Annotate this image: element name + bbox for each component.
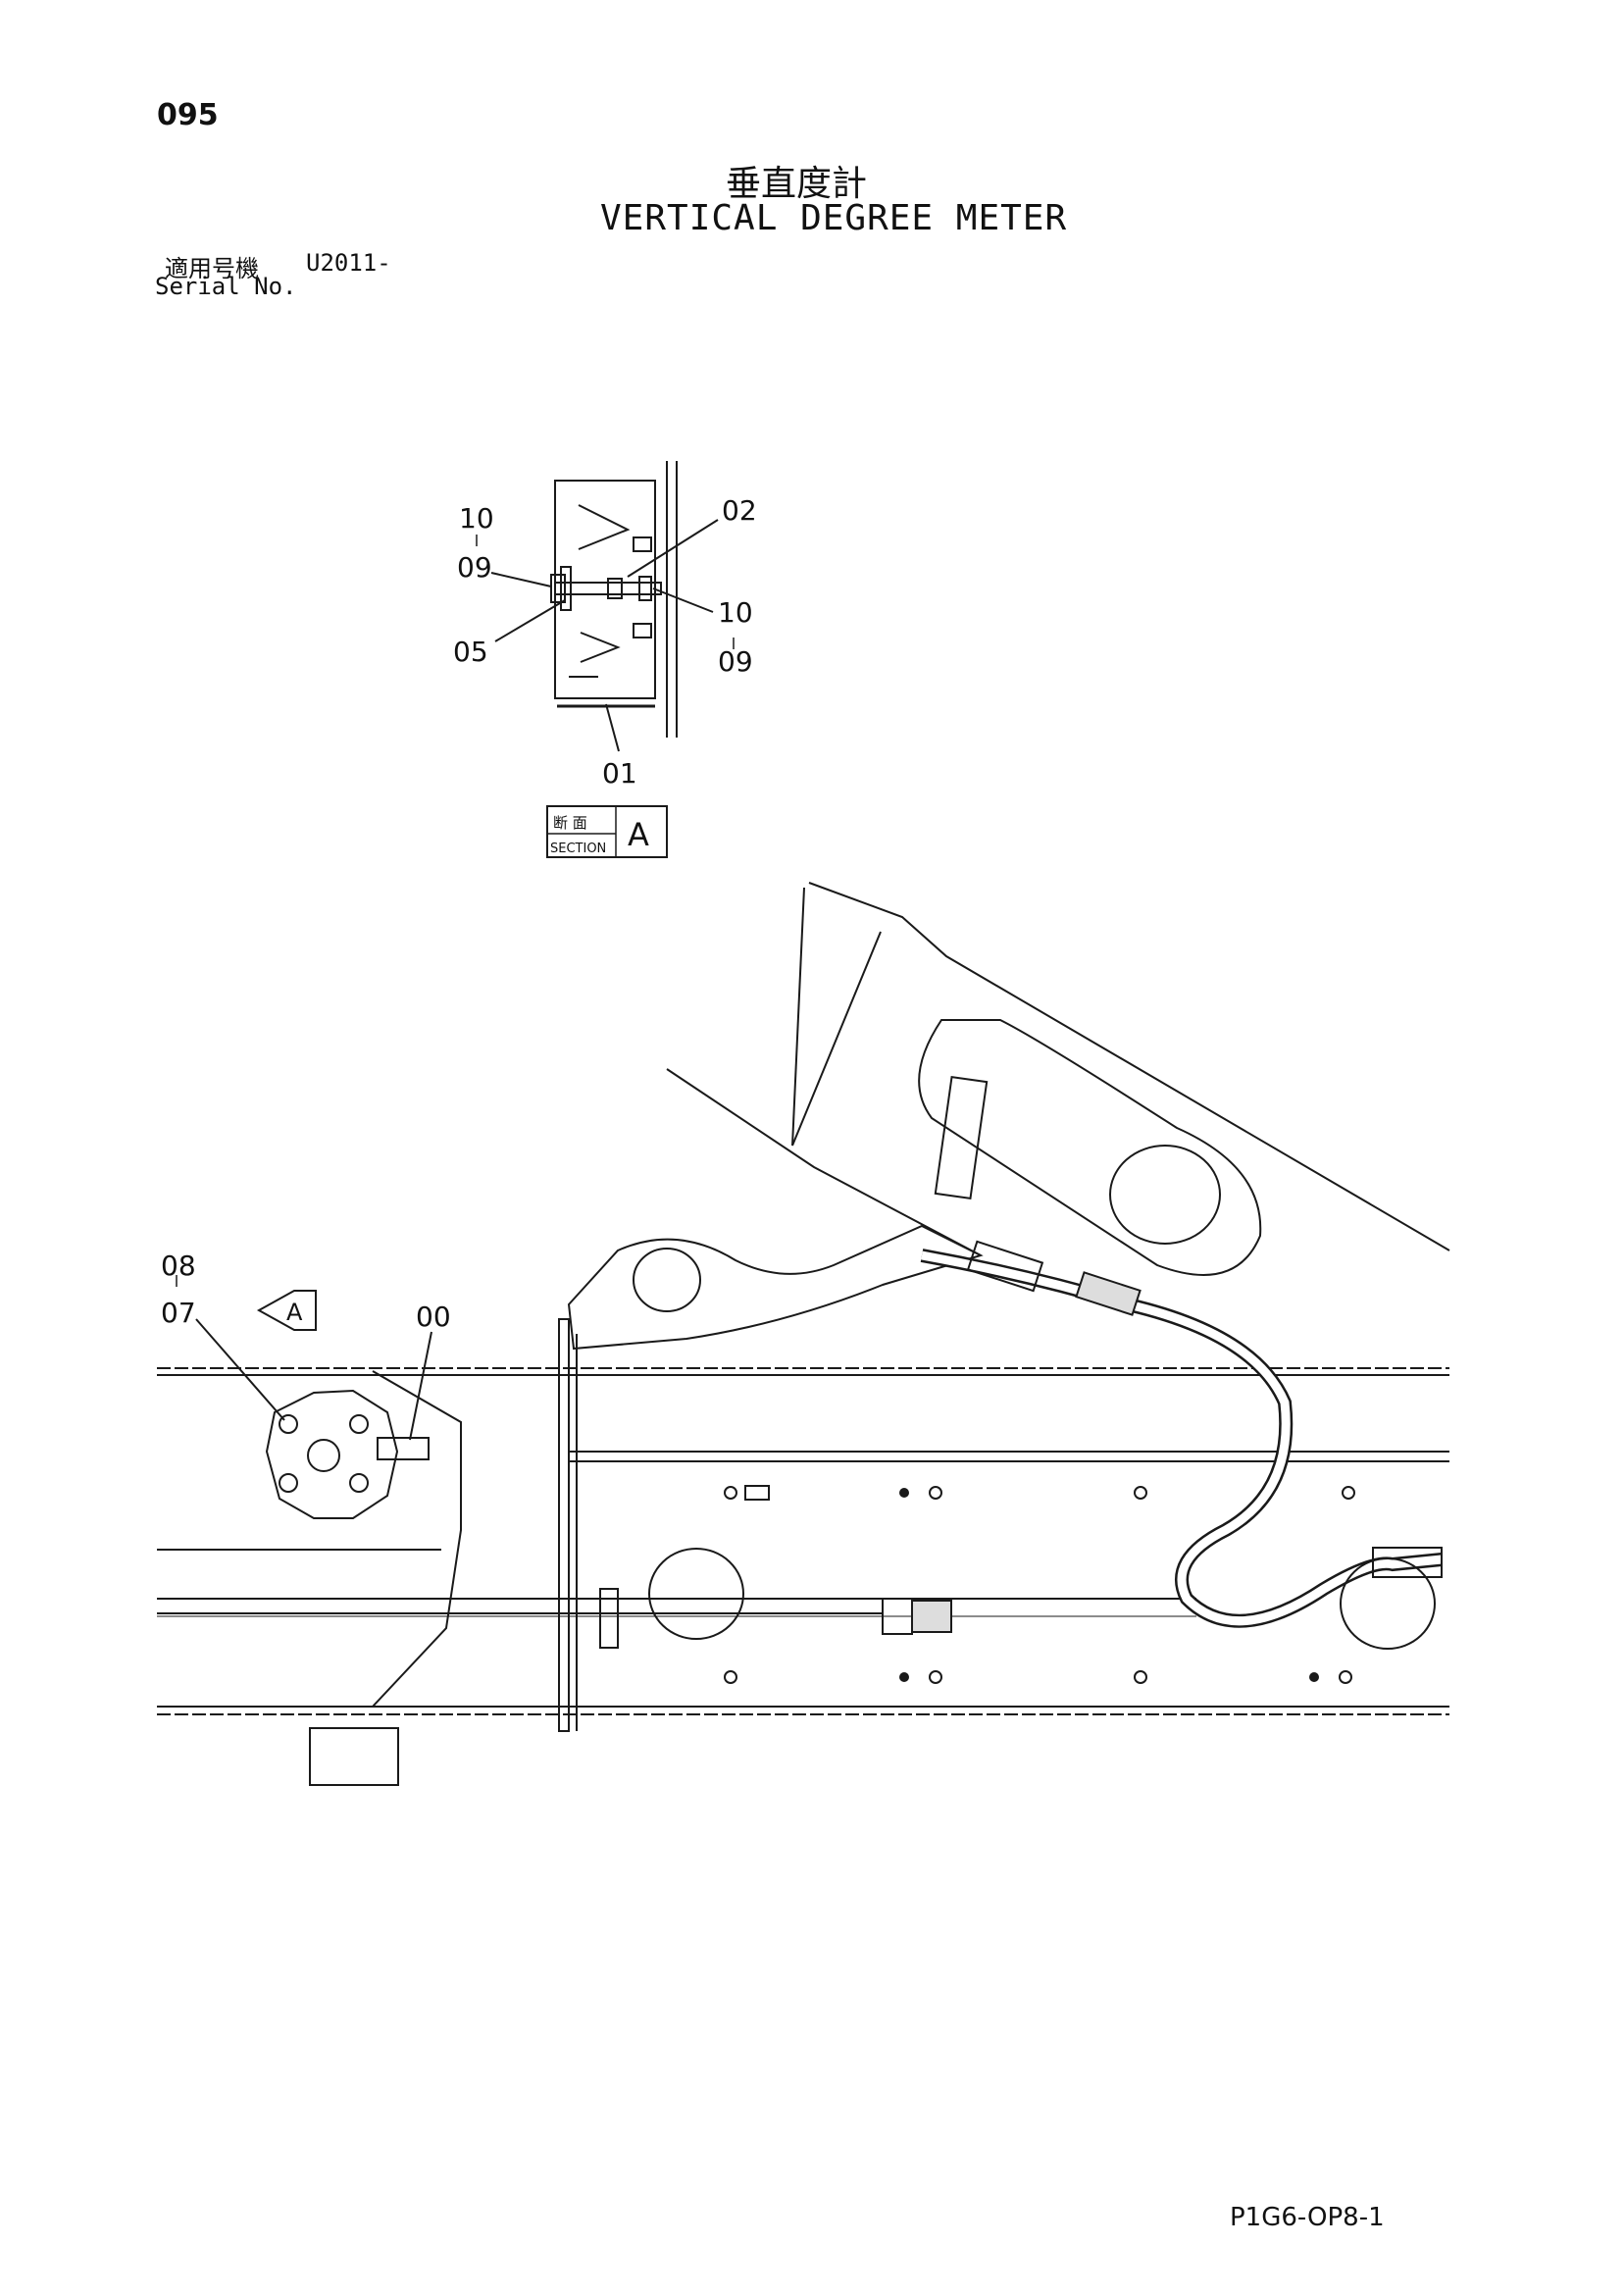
serial-label-japanese: 適用号機 bbox=[165, 255, 259, 282]
callout-09-left: 09 bbox=[457, 551, 492, 584]
bolt-07-08 bbox=[349, 1473, 369, 1493]
boom-strap bbox=[791, 887, 805, 1147]
frame-hole bbox=[1134, 1670, 1147, 1684]
frame-hole bbox=[899, 1488, 909, 1498]
bolt-07-08 bbox=[349, 1414, 369, 1434]
frame-hole bbox=[1309, 1672, 1319, 1682]
leader-05 bbox=[494, 599, 566, 642]
leader-02 bbox=[627, 519, 719, 578]
callout-10-left: 10 bbox=[459, 502, 494, 535]
bolt-lower bbox=[633, 623, 652, 638]
washer-right bbox=[638, 576, 652, 601]
meter-tab-00 bbox=[377, 1437, 430, 1460]
gusset-plate bbox=[372, 1370, 462, 1708]
meter-flange bbox=[265, 1389, 399, 1519]
section-tag-letter: A bbox=[628, 816, 649, 853]
vertical-plate bbox=[558, 1318, 570, 1732]
hose-fitting-upper bbox=[966, 1240, 1044, 1293]
callout-00: 00 bbox=[416, 1301, 451, 1333]
callout-05: 05 bbox=[453, 636, 488, 668]
page-title-japanese: 垂直度計 bbox=[726, 164, 868, 204]
arm-bracket bbox=[567, 1224, 984, 1351]
hose-inner bbox=[921, 1250, 1443, 1626]
washer-left bbox=[560, 566, 572, 611]
boom-lower-edge bbox=[666, 1068, 982, 1256]
section-tag-label-en: SECTION bbox=[550, 842, 606, 856]
frame-hole bbox=[929, 1486, 942, 1500]
arm-link-plate bbox=[918, 1019, 1262, 1276]
pipe-clamp bbox=[599, 1588, 619, 1649]
bracket-pin-hole bbox=[633, 1248, 701, 1312]
callout-02: 02 bbox=[722, 494, 757, 527]
view-arrow-a: A bbox=[256, 1290, 317, 1331]
leader-00 bbox=[409, 1331, 432, 1441]
callout-07: 07 bbox=[161, 1297, 196, 1329]
nut-right bbox=[607, 578, 623, 599]
bubble-mark-upper bbox=[578, 504, 631, 550]
leader-01 bbox=[605, 703, 620, 752]
frame-hole bbox=[724, 1670, 737, 1684]
frame-hole bbox=[899, 1672, 909, 1682]
section-a-detail: 10 09 05 02 10 09 01 断 面 SECTION A bbox=[453, 461, 757, 858]
page-title-english: VERTICAL DEGREE METER bbox=[600, 198, 1068, 238]
serial-number-value: U2011- bbox=[306, 249, 391, 277]
frame-hole bbox=[1339, 1670, 1352, 1684]
hose-end-fitting bbox=[1372, 1547, 1443, 1578]
main-assembly-view: A 08 07 00 bbox=[157, 882, 1450, 1786]
boom-top-edge bbox=[808, 882, 1450, 1251]
bolt-07-08 bbox=[279, 1414, 298, 1434]
bolt-upper bbox=[633, 536, 652, 552]
leader-09-left bbox=[490, 572, 552, 587]
frame-hole-right bbox=[1340, 1557, 1436, 1650]
page-number: 095 bbox=[157, 98, 219, 132]
callout-01: 01 bbox=[602, 757, 637, 790]
hose-braid-upper bbox=[1075, 1271, 1142, 1316]
frame-slot bbox=[744, 1485, 770, 1501]
frame-hole-left bbox=[648, 1548, 744, 1640]
drawing-code: P1G6-OP8-1 bbox=[1230, 2203, 1385, 2232]
pivot-boss bbox=[1109, 1145, 1221, 1245]
section-tag-label-jp: 断 面 bbox=[553, 814, 587, 832]
serial-label-english: Serial No. bbox=[155, 273, 297, 300]
view-arrow-letter: A bbox=[286, 1299, 303, 1326]
vertical-degree-meter bbox=[265, 1389, 430, 1519]
frame-hole bbox=[1134, 1486, 1147, 1500]
bolt-07-08 bbox=[279, 1473, 298, 1493]
leader-07 bbox=[195, 1318, 285, 1421]
meter-center-boss bbox=[307, 1439, 340, 1472]
frame-hole bbox=[1342, 1486, 1355, 1500]
callout-08: 08 bbox=[161, 1250, 196, 1282]
clamp-bracket bbox=[934, 1075, 989, 1200]
callout-09-right: 09 bbox=[718, 645, 753, 678]
section-tag: 断 面 SECTION A bbox=[546, 805, 668, 858]
boom-strap-diag bbox=[791, 931, 882, 1147]
callout-10-right: 10 bbox=[718, 596, 753, 629]
frame-hole bbox=[929, 1670, 942, 1684]
frame-hole bbox=[724, 1486, 737, 1500]
frame-step bbox=[309, 1727, 399, 1786]
bubble-mark-lower bbox=[580, 632, 621, 663]
pipe-braid bbox=[911, 1600, 952, 1633]
nut-left bbox=[550, 574, 566, 603]
leader-10-right bbox=[652, 587, 714, 613]
